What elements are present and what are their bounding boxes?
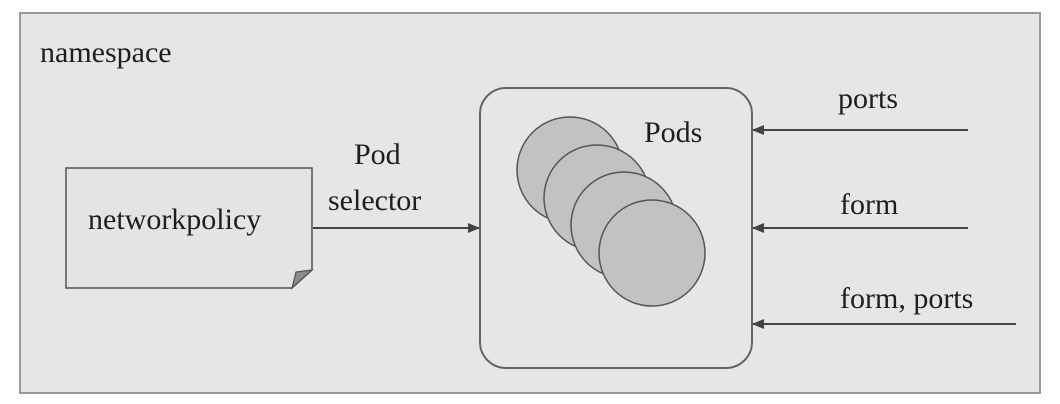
- pods-label: Pods: [644, 116, 703, 149]
- pod-selector-label-line1: Pod: [354, 138, 401, 171]
- networkpolicy-label: networkpolicy: [88, 203, 262, 236]
- form-ports-label: form, ports: [840, 282, 974, 315]
- document-fold: [290, 269, 314, 290]
- form-label: form: [840, 188, 899, 221]
- namespace-label: namespace: [40, 36, 172, 69]
- ports-label: ports: [838, 82, 898, 115]
- pod-selector-label-line2: selector: [328, 184, 422, 217]
- pod-circle: [598, 199, 706, 307]
